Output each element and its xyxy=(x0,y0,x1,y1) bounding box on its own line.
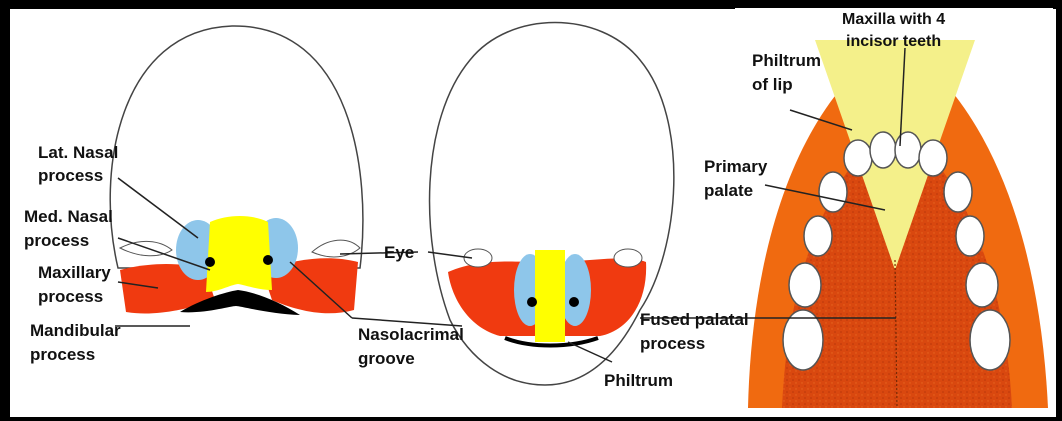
label-nasolacrimal-2: groove xyxy=(358,349,415,368)
label-philtrum-of-lip-2: of lip xyxy=(752,75,793,94)
label-maxillary-2: process xyxy=(38,287,103,306)
label-eye: Eye xyxy=(384,243,414,262)
nasal-pit-2-left xyxy=(527,297,537,307)
label-maxilla-1: Maxilla with 4 xyxy=(842,11,945,28)
label-philtrum-of-lip-1: Philtrum xyxy=(752,51,821,70)
label-maxilla-2: incisor teeth xyxy=(846,33,941,50)
embryo-face-panel-1 xyxy=(110,26,363,315)
label-med-nasal-1: Med. Nasal xyxy=(24,207,113,226)
nasal-pit-right xyxy=(263,255,273,265)
philtrum-region xyxy=(535,250,565,342)
label-primary-palate-2: palate xyxy=(704,181,753,200)
label-fused-palatal-2: process xyxy=(640,334,705,353)
nasal-pit-left xyxy=(205,257,215,267)
label-mandibular-1: Mandibular xyxy=(30,321,121,340)
label-fused-palatal-1: Fused palatal xyxy=(640,310,749,329)
label-lat-nasal-2: process xyxy=(38,166,103,185)
label-nasolacrimal-1: Nasolacrimal xyxy=(358,325,464,344)
nasal-pit-2-right xyxy=(569,297,579,307)
label-primary-palate-1: Primary xyxy=(704,157,768,176)
eye-right-2 xyxy=(614,249,642,267)
medial-nasal-process xyxy=(206,216,272,292)
label-lat-nasal-1: Lat. Nasal xyxy=(38,143,118,162)
label-mandibular-2: process xyxy=(30,345,95,364)
label-med-nasal-2: process xyxy=(24,231,89,250)
label-philtrum: Philtrum xyxy=(604,371,673,390)
embryo-face-panel-2 xyxy=(430,23,674,386)
label-maxillary-1: Maxillary xyxy=(38,263,111,282)
